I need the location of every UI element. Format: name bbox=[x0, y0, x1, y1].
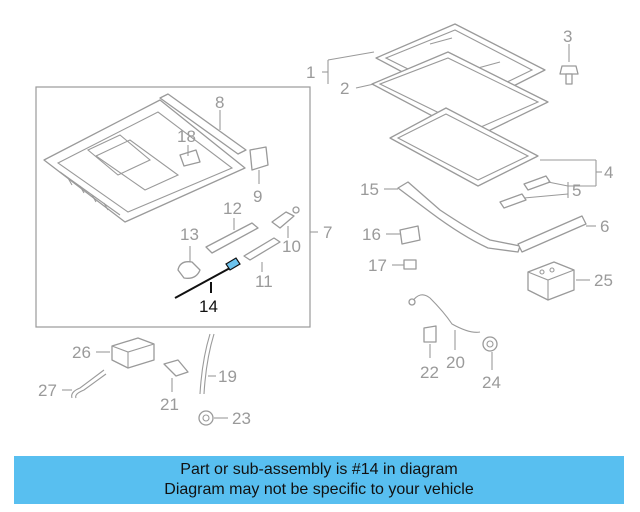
part-17: 17 bbox=[368, 256, 417, 275]
part-14-highlighted: 14 bbox=[174, 257, 241, 316]
part-22: 22 bbox=[420, 325, 439, 382]
callout-24: 24 bbox=[482, 373, 501, 392]
part-8: 8 bbox=[159, 93, 247, 155]
callout-18: 18 bbox=[177, 127, 196, 146]
part-9: 9 bbox=[249, 146, 269, 206]
part-21: 21 bbox=[160, 359, 189, 414]
callout-10: 10 bbox=[282, 237, 301, 256]
banner-line-1: Part or sub-assembly is #14 in diagram bbox=[180, 461, 458, 478]
part-16: 16 bbox=[362, 225, 421, 245]
part-20-hose: 20 bbox=[408, 294, 481, 372]
callout-7: 7 bbox=[323, 223, 332, 242]
callout-22: 22 bbox=[420, 363, 439, 382]
part-4-shade bbox=[389, 107, 539, 187]
part-25-motor: 25 bbox=[527, 261, 613, 301]
part-13: 13 bbox=[177, 225, 201, 279]
callout-5: 5 bbox=[572, 181, 581, 200]
callout-25: 25 bbox=[594, 271, 613, 290]
info-banner: Part or sub-assembly is #14 in diagram D… bbox=[14, 456, 624, 504]
part-5-brackets bbox=[499, 175, 551, 209]
part-27: 27 bbox=[38, 369, 107, 400]
callout-27: 27 bbox=[38, 381, 57, 400]
callout-21: 21 bbox=[160, 395, 179, 414]
callout-15: 15 bbox=[360, 180, 379, 199]
part-10: 10 bbox=[271, 206, 301, 256]
callout-14: 14 bbox=[199, 297, 218, 316]
part-3-bolt: 3 bbox=[559, 27, 579, 85]
subassembly-frame bbox=[35, 86, 311, 328]
part-24: 24 bbox=[482, 336, 501, 392]
part-15: 15 bbox=[360, 180, 521, 253]
callout-20: 20 bbox=[446, 353, 465, 372]
banner-line-2: Diagram may not be specific to your vehi… bbox=[164, 481, 474, 498]
part-11: 11 bbox=[243, 237, 281, 291]
part-26: 26 bbox=[72, 337, 155, 369]
callout-9: 9 bbox=[253, 187, 262, 206]
callout-6: 6 bbox=[600, 217, 609, 236]
part-12: 12 bbox=[205, 199, 259, 254]
part-23: 23 bbox=[198, 409, 251, 428]
callout-23: 23 bbox=[232, 409, 251, 428]
callout-1: 1 bbox=[306, 63, 315, 82]
callout-13: 13 bbox=[180, 225, 199, 244]
sunroof-frame-part bbox=[43, 99, 246, 223]
callout-16: 16 bbox=[362, 225, 381, 244]
part-18: 18 bbox=[177, 127, 201, 167]
callout-3: 3 bbox=[563, 27, 572, 46]
callout-19: 19 bbox=[218, 367, 237, 386]
callout-12: 12 bbox=[223, 199, 242, 218]
callout-26: 26 bbox=[72, 343, 91, 362]
part-19: 19 bbox=[199, 333, 237, 395]
part-6: 6 bbox=[517, 215, 609, 253]
callout-11: 11 bbox=[255, 272, 273, 291]
callout-4: 4 bbox=[604, 163, 613, 182]
parts-diagram: 8 18 9 12 10 11 13 14 bbox=[35, 23, 613, 428]
callout-2: 2 bbox=[340, 79, 349, 98]
callout-17: 17 bbox=[368, 256, 387, 275]
callout-8: 8 bbox=[215, 93, 224, 112]
